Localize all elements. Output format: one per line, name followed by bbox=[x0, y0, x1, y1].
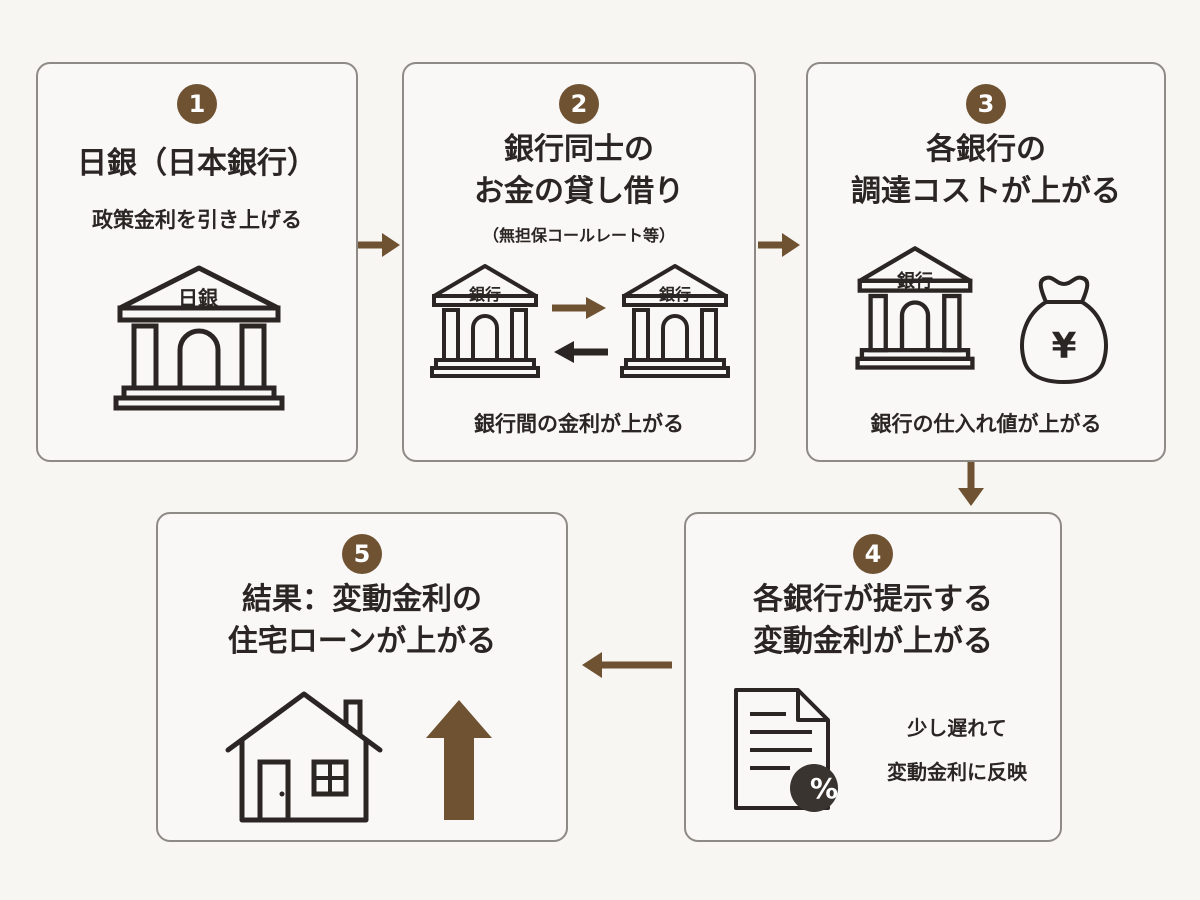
step-2-card: 2 銀行同士の お金の貸し借り （無担保コールレート等） 銀行 銀行 銀行間の金… bbox=[402, 62, 756, 462]
document-percent-symbol: % bbox=[809, 772, 839, 805]
step-3-badge: 3 bbox=[966, 84, 1006, 124]
money-bag-symbol: ¥ bbox=[1051, 326, 1077, 367]
money-bag-icon bbox=[1020, 275, 1108, 385]
step-1-badge: 1 bbox=[177, 84, 217, 124]
bank-building-icon bbox=[855, 246, 975, 370]
step-4-title-line1: 各銀行が提示する bbox=[753, 582, 993, 617]
step-2-caption: 銀行間の金利が上がる bbox=[474, 412, 684, 436]
bank-label: 銀行 bbox=[897, 271, 933, 292]
step-4-badge: 4 bbox=[853, 534, 893, 574]
step-4-title-line2: 変動金利が上がる bbox=[753, 624, 993, 659]
step-2-note: （無担保コールレート等） bbox=[482, 226, 675, 245]
step-4-note-line1: 少し遅れて bbox=[907, 716, 1007, 740]
step-3-caption: 銀行の仕入れ値が上がる bbox=[870, 412, 1102, 436]
arrow-left-icon bbox=[554, 341, 608, 363]
arrow-down-icon bbox=[958, 462, 984, 506]
arrow-right-icon bbox=[758, 233, 800, 257]
step-4-card: 4 各銀行が提示する 変動金利が上がる % 少し遅れて 変動金利に反映 bbox=[684, 512, 1062, 842]
step-1-card: 1 日銀（日本銀行） 政策金利を引き上げる 日銀 bbox=[36, 62, 358, 462]
step-5-card: 5 結果：変動金利の 住宅ローンが上がる bbox=[156, 512, 568, 842]
step-1-subtitle: 政策金利を引き上げる bbox=[92, 208, 302, 232]
bank-right-label: 銀行 bbox=[658, 285, 691, 304]
step-5-title-line2: 住宅ローンが上がる bbox=[227, 624, 497, 659]
step-4-note-line2: 変動金利に反映 bbox=[887, 760, 1027, 784]
step-3-title-line2: 調達コストが上がる bbox=[851, 174, 1121, 209]
step-3-title-line1: 各銀行の bbox=[926, 132, 1046, 167]
step-2-title-line1: 銀行同士の bbox=[504, 132, 654, 167]
arrow-left-icon bbox=[582, 652, 672, 678]
step-1-title: 日銀（日本銀行） bbox=[77, 146, 317, 181]
arrow-right-icon bbox=[358, 233, 400, 257]
arrow-up-icon bbox=[426, 700, 492, 820]
step-3-card: 3 各銀行の 調達コストが上がる 銀行 ¥ 銀行の仕入れ値が上がる bbox=[806, 62, 1166, 462]
step-2-title-line2: お金の貸し借り bbox=[474, 174, 684, 209]
bank-building-label: 日銀 bbox=[178, 286, 218, 310]
step-5-title-line1: 結果：変動金利の bbox=[242, 582, 482, 617]
bank-building-icon bbox=[620, 264, 730, 378]
step-5-badge: 5 bbox=[342, 534, 382, 574]
house-icon bbox=[225, 691, 383, 823]
bank-left-label: 銀行 bbox=[468, 285, 501, 304]
step-2-badge: 2 bbox=[559, 84, 599, 124]
arrow-right-icon bbox=[552, 297, 606, 319]
bank-building-icon bbox=[430, 264, 540, 378]
document-percent-icon bbox=[734, 688, 838, 812]
bank-building-icon bbox=[113, 265, 285, 411]
